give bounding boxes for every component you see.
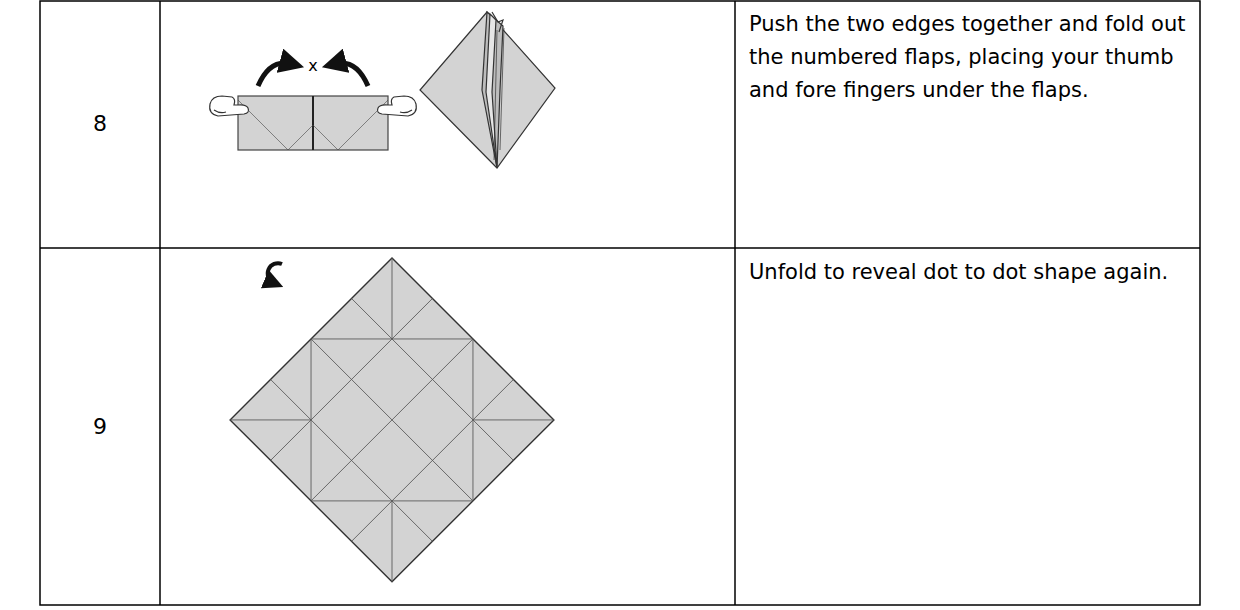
step-number: 8 (40, 107, 160, 141)
step-number: 9 (40, 410, 160, 444)
collapsed-diamond (420, 12, 555, 168)
hand-right (378, 96, 417, 116)
instruction-text: Push the two edges together and fold out… (745, 8, 1193, 107)
hand-left (210, 96, 249, 116)
folded-base (238, 96, 388, 150)
instruction-text: Unfold to reveal dot to dot shape again. (745, 256, 1193, 289)
push-mark: x (303, 53, 323, 78)
table-grid (40, 1, 1200, 605)
creased-square (230, 258, 554, 582)
turn-over-arrow (268, 263, 282, 283)
